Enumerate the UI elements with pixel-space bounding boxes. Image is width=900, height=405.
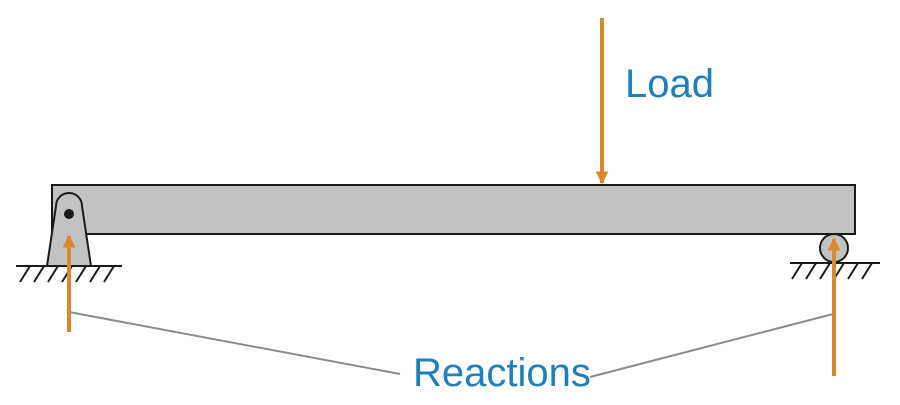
pin-support-icon: [45, 192, 93, 267]
leader-line-right: [589, 313, 834, 378]
beam: [51, 184, 856, 235]
reactions-label: Reactions: [413, 351, 591, 395]
load-label: Load: [625, 62, 714, 106]
leader-line-left: [68, 311, 401, 375]
